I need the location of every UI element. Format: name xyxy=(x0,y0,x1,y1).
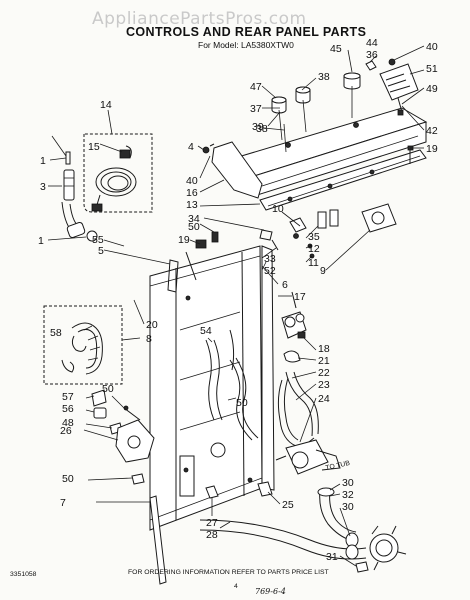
callout-50: 50 xyxy=(236,397,248,409)
watermark: AppliancePartsPros.com xyxy=(92,9,307,29)
callout-labels: 1 3 1 14 15 55 5 19 50 45 44 36 40 47 38… xyxy=(38,37,438,563)
ordering-note: FOR ORDERING INFORMATION REFER TO PARTS … xyxy=(128,569,329,576)
callout-8: 8 xyxy=(146,333,152,345)
handwritten-note: 769-6-4 xyxy=(255,587,286,596)
page-title: CONTROLS AND REAR PANEL PARTS xyxy=(126,25,366,39)
callout-14: 14 xyxy=(100,99,112,111)
switch-group xyxy=(259,203,397,259)
air-dome-tube xyxy=(229,357,259,441)
callout-49: 49 xyxy=(426,83,438,95)
callout-38: 38 xyxy=(318,71,330,83)
callout-45: 45 xyxy=(330,43,342,55)
callout-16: 16 xyxy=(186,187,198,199)
leader-lines xyxy=(51,45,425,567)
callout-40: 40 xyxy=(426,41,438,53)
callout-31: 31 xyxy=(326,551,338,563)
water-valve xyxy=(281,291,307,339)
callout-54: 54 xyxy=(200,325,212,337)
callout-5: 5 xyxy=(98,245,104,257)
power-cord-box xyxy=(83,109,153,213)
callout-24: 24 xyxy=(318,393,330,405)
callout-10: 10 xyxy=(272,203,284,215)
callout-9: 9 xyxy=(320,265,326,277)
callout-56: 56 xyxy=(62,403,74,415)
callout-20: 20 xyxy=(146,319,158,331)
callout-33: 33 xyxy=(264,253,276,265)
callout-28: 28 xyxy=(206,529,218,541)
hose-tag: TO TUB xyxy=(325,460,351,472)
callout-52: 52 xyxy=(264,265,276,277)
page-number: 4 xyxy=(234,583,238,590)
callout-44: 44 xyxy=(366,37,378,49)
callout-36: 36 xyxy=(366,49,378,61)
callout-13: 13 xyxy=(186,199,198,211)
callout-26: 26 xyxy=(60,425,72,437)
footer: 3351058 FOR ORDERING INFORMATION REFER T… xyxy=(10,569,329,596)
callout-11: 11 xyxy=(308,257,319,269)
side-rail xyxy=(96,473,167,585)
callout-48: 48 xyxy=(62,417,74,429)
drawing-art xyxy=(43,58,428,585)
console-assembly xyxy=(202,58,428,211)
callout-30: 30 xyxy=(342,501,354,513)
callout-50: 50 xyxy=(62,473,74,485)
callout-4: 4 xyxy=(188,141,194,153)
callout-7: 7 xyxy=(60,497,66,509)
callout-50: 50 xyxy=(188,221,200,233)
callout-58: 58 xyxy=(50,327,62,339)
lower-left-parts xyxy=(91,389,155,463)
callout-57: 57 xyxy=(62,391,74,403)
callout-50: 50 xyxy=(102,383,114,395)
callout-25: 25 xyxy=(282,499,294,511)
callout-18: 18 xyxy=(318,343,330,355)
callout-22: 22 xyxy=(318,367,330,379)
callout-30: 30 xyxy=(342,477,354,489)
callout-55: 55 xyxy=(92,234,104,246)
callout-40: 40 xyxy=(186,175,198,187)
callout-6: 6 xyxy=(282,279,288,291)
model-line: For Model: LA5380XTW0 xyxy=(198,40,294,50)
callout-27: 27 xyxy=(206,517,218,529)
document-code: 3351058 xyxy=(10,571,37,578)
callout-21: 21 xyxy=(318,355,330,367)
callout-39: 39 xyxy=(252,121,264,133)
callout-1: 1 xyxy=(40,155,46,167)
callout-42: 42 xyxy=(426,125,438,137)
callout-1: 1 xyxy=(38,235,44,247)
callout-19: 19 xyxy=(426,143,438,155)
fill-hoses xyxy=(277,350,319,453)
callout-23: 23 xyxy=(318,379,330,391)
callout-47: 47 xyxy=(250,81,262,93)
callout-38: 38 xyxy=(256,123,268,135)
callout-3: 3 xyxy=(40,181,46,193)
callout-32: 32 xyxy=(342,489,354,501)
callout-15: 15 xyxy=(88,141,100,153)
callout-17: 17 xyxy=(294,291,306,303)
callout-19: 19 xyxy=(178,234,190,246)
callout-12: 12 xyxy=(308,243,320,255)
inlet-fittings xyxy=(47,151,98,242)
drain-hose-box xyxy=(43,305,123,385)
callout-37: 37 xyxy=(250,103,262,115)
callout-51: 51 xyxy=(426,63,438,75)
callout-35: 35 xyxy=(308,231,320,243)
rear-panel xyxy=(149,231,275,531)
callout-34: 34 xyxy=(188,213,200,225)
